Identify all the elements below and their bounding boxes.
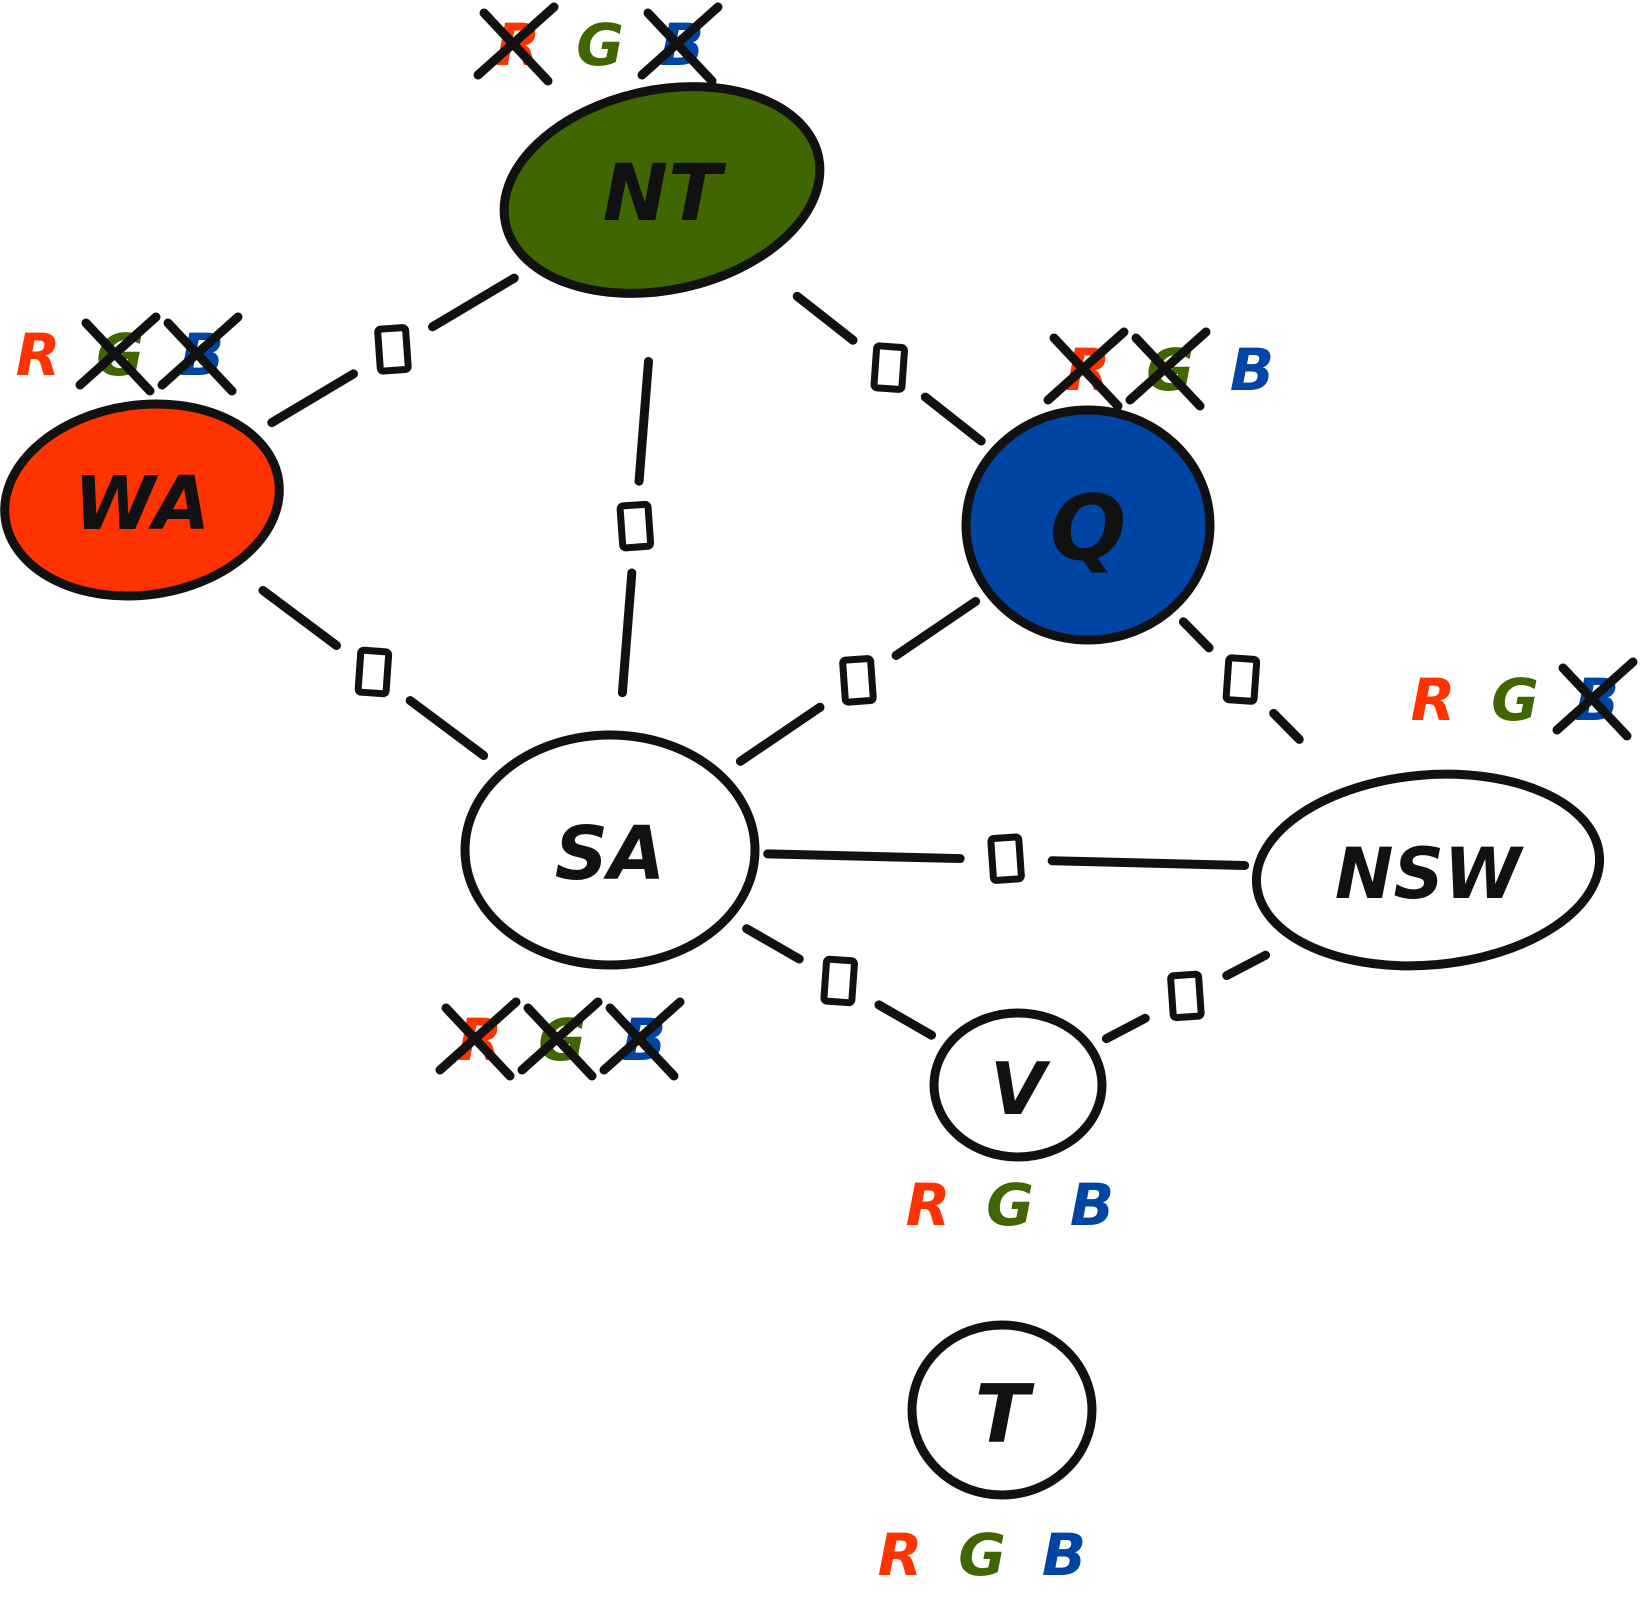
domain-nsw: RGB [1411,657,1638,741]
domain-wa: RGB [16,312,243,396]
node-label: SA [555,811,666,897]
domain-q: RGB [1043,327,1274,411]
edge-segment [258,585,341,650]
nodes-layer: NT WA Q SA NSW V T [0,59,1607,1500]
edge-nsw-v [1101,950,1271,1044]
domain-value-r: R [906,1171,951,1239]
domain-value-r: R [16,321,61,389]
node-label: V [990,1047,1051,1131]
cross-mark [75,312,161,390]
node-circle [0,399,284,601]
node-circle [929,1008,1107,1162]
edge-q-nsw [1178,617,1304,744]
cross-mark [599,997,685,1075]
edge-segment [763,849,965,864]
edge-segment [1047,856,1250,871]
domain-value-b: B [1230,336,1274,404]
edge-segment [742,924,804,964]
node-circle [1251,769,1605,971]
edge-segment [1222,950,1271,981]
edge-segment [920,392,986,446]
cross-mark [1125,327,1211,405]
edges-layer [258,273,1304,1044]
cross-mark [517,997,603,1075]
domain-nt: RGB [473,2,723,86]
node-circle [907,1320,1097,1500]
edge-segment [1178,617,1214,653]
edge-sa-v [742,924,937,1040]
domain-value-r: R [878,1521,923,1589]
constraint-box [987,833,1025,884]
node-label: WA [74,461,210,547]
node-nsw[interactable]: NSW [1248,760,1607,979]
cross-mark [157,312,243,390]
constraint-box [354,646,393,698]
node-circle [460,730,760,970]
constraint-box [839,655,877,706]
edge-segment [874,1000,937,1040]
node-v[interactable]: V [929,1008,1107,1162]
cross-mark [637,2,723,80]
constraint-box [1222,654,1261,705]
edge-segment [428,273,519,332]
edge-wa-sa [258,585,489,761]
constraint-box [870,342,908,393]
node-label: NSW [1335,833,1525,915]
node-t[interactable]: T [907,1320,1097,1500]
node-label: NT [603,149,727,239]
node-nt[interactable]: NT [485,59,840,321]
node-label: T [975,1368,1035,1461]
domains-layer: RGBRGBRGBRGBRGBRGBRGB [16,2,1638,1589]
node-q[interactable]: Q [961,405,1215,645]
edge-wa-nt [267,273,519,428]
constraint-box [1167,970,1205,1022]
cross-mark [435,997,521,1075]
edge-q-sa [735,596,981,766]
node-wa[interactable]: WA [0,387,292,614]
domain-value-b: B [1070,1171,1114,1239]
node-circle [499,82,825,298]
edge-segment [735,702,825,766]
domain-value-g: G [576,11,624,79]
domain-sa: RGB [435,997,685,1081]
node-circle [961,405,1215,645]
domain-value-g: G [986,1171,1034,1239]
domain-value-g: G [1491,666,1539,734]
node-label: Q [1050,477,1127,582]
domain-value-g: G [958,1521,1006,1589]
edge-sa-nsw [763,833,1250,884]
edge-segment [634,356,653,486]
node-sa[interactable]: SA [460,730,760,970]
constraint-box [820,955,858,1007]
edge-nt-sa [616,356,655,698]
edge-segment [1269,708,1304,744]
edge-segment [405,696,489,761]
cross-mark [1043,327,1129,405]
domain-value-b: B [1042,1521,1086,1589]
edge-segment [792,291,858,345]
cross-mark [473,2,559,80]
edge-segment [1101,1013,1150,1044]
edge-nt-q [792,291,986,446]
edge-segment [617,568,637,698]
domain-value-r: R [1411,666,1456,734]
edge-segment [267,369,359,428]
cross-mark [1552,657,1638,735]
edge-segment [891,596,981,660]
constraint-box [374,324,412,375]
constraint-box [616,500,655,552]
